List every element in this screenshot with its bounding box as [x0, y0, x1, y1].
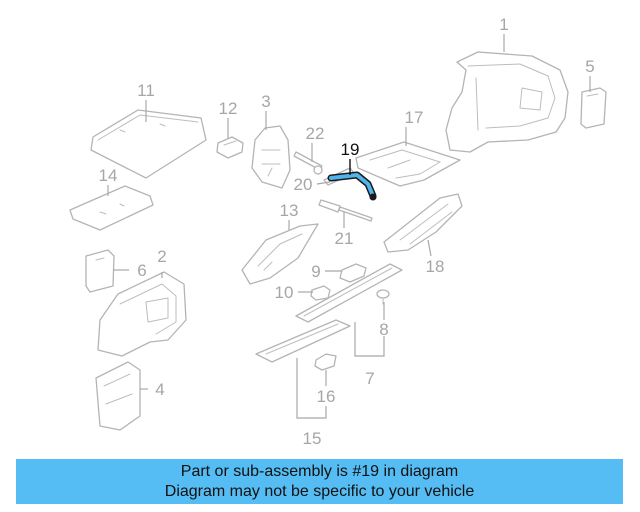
part-4-bracket[interactable] — [95, 361, 141, 431]
callout-17: 17 — [405, 108, 424, 127]
callout-12: 12 — [219, 99, 238, 118]
callout-15: 15 — [303, 429, 322, 448]
callout-4: 4 — [155, 380, 164, 399]
callout-14: 14 — [99, 166, 118, 185]
part-16-clip[interactable] — [314, 353, 337, 371]
part-3-bracket[interactable] — [251, 125, 291, 189]
banner-line-1: Part or sub-assembly is #19 in diagram — [180, 463, 459, 480]
callout-9: 9 — [311, 262, 320, 281]
callout-1: 1 — [499, 15, 508, 34]
part-22-bolt[interactable] — [293, 151, 323, 175]
callout-11: 11 — [137, 81, 155, 100]
info-banner: Part or sub-assembly is #19 in diagram D… — [16, 459, 623, 504]
callout-10: 10 — [275, 283, 294, 302]
callout-21: 21 — [335, 229, 354, 248]
part-19-jack-handle[interactable] — [327, 171, 377, 201]
part-1-quarter-trim[interactable] — [445, 51, 569, 153]
parts-diagram: 1 2 3 4 5 6 7 8 9 10 11 12 13 14 15 16 1… — [69, 15, 607, 448]
part-14-floor-mat[interactable] — [69, 185, 154, 231]
banner-line-2: Diagram may not be specific to your vehi… — [164, 483, 475, 500]
part-13-side-trim[interactable] — [241, 223, 319, 285]
part-9-hook[interactable] — [339, 263, 367, 283]
callout-7: 7 — [365, 369, 374, 388]
part-12-clip[interactable] — [216, 136, 244, 159]
callout-8: 8 — [379, 320, 388, 339]
part-18-jack[interactable] — [383, 193, 463, 253]
callout-6: 6 — [137, 261, 146, 280]
part-6-panel[interactable] — [85, 249, 115, 293]
callout-13: 13 — [280, 201, 299, 220]
leader-lines — [107, 34, 591, 419]
part-2-lower-trim[interactable] — [97, 271, 187, 357]
callout-labels: 1 2 3 4 5 6 7 8 9 10 11 12 13 14 15 16 1… — [99, 15, 595, 448]
callout-18: 18 — [426, 257, 445, 276]
callout-3: 3 — [261, 92, 270, 111]
callout-22: 22 — [306, 124, 325, 143]
part-8-fastener[interactable] — [376, 289, 390, 305]
part-15-lower-sill[interactable] — [255, 319, 351, 363]
part-7-sill-plate[interactable] — [295, 263, 403, 323]
callout-16: 16 — [317, 387, 336, 406]
callout-20: 20 — [294, 175, 313, 194]
callout-5: 5 — [585, 57, 594, 76]
part-5-cover[interactable] — [580, 87, 607, 129]
part-21-tool[interactable] — [318, 199, 373, 222]
part-17-tool-tray[interactable] — [355, 141, 461, 187]
callout-2: 2 — [157, 247, 166, 266]
callout-19: 19 — [341, 140, 360, 159]
part-10-clip[interactable] — [310, 285, 331, 301]
part-11-cargo-mat[interactable] — [90, 109, 207, 179]
